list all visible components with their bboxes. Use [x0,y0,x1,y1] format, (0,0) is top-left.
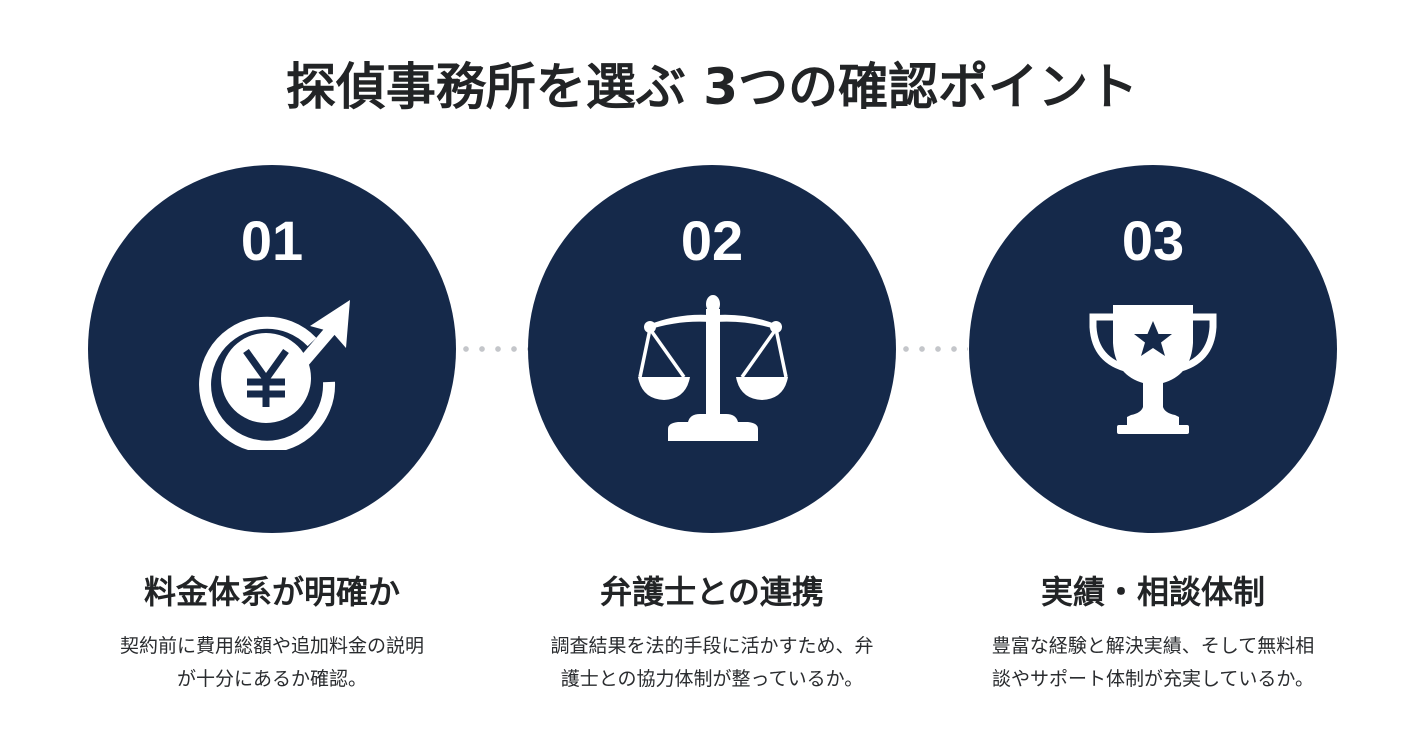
dotted-connector-1-2 [458,346,528,352]
step-card-3: 03 実績・相談体制 豊富な経験と解決実績、そして無料相 談やサポート体制が充実… [969,165,1337,690]
step-title-2: 弁護士との連携 [600,573,824,611]
page-title: 探偵事務所を選ぶ 3つの確認ポイント [285,58,1139,116]
step-circle-3: 03 [969,165,1337,533]
step-circle-2: 02 [528,165,896,533]
step-description-1-line-1: 契約前に費用総額や追加料金の説明 [119,635,424,657]
step-title-3: 実績・相談体制 [1040,573,1265,611]
step-description-3: 豊富な経験と解決実績、そして無料相 談やサポート体制が充実しているか。 [929,630,1377,696]
dotted-connector-2-3 [898,346,968,352]
scales-of-justice-icon [638,295,788,441]
step-description-2: 調査結果を法的手段に活かすため、弁 護士との協力体制が整っているか。 [488,630,936,696]
step-card-2: 02 [528,165,896,690]
step-number-3: 03 [1121,209,1185,272]
step-description-2-line-1: 調査結果を法的手段に活かすため、弁 [550,635,874,657]
step-description-2-line-2: 護士との協力体制が整っているか。 [560,668,864,690]
step-description-3-line-1: 豊富な経験と解決実績、そして無料相 [991,635,1315,657]
step-description-1-line-2: が十分にあるか確認。 [176,668,367,690]
step-title-1: 料金体系が明確か [143,573,400,611]
trophy-star-icon [1089,305,1217,434]
step-circle-1: 01 [88,165,456,533]
step-number-1: 01 [240,209,304,272]
step-description-1: 契約前に費用総額や追加料金の説明 が十分にあるか確認。 [48,630,496,696]
step-number-2: 02 [680,209,744,272]
step-description-3-line-2: 談やサポート体制が充実しているか。 [991,668,1315,690]
yen-coin-arrow-icon [199,300,350,450]
step-card-1: 01 料金体系が明確か 契約前に費用総額や追加料金の説明 が十分にあるか確認。 [88,165,456,690]
